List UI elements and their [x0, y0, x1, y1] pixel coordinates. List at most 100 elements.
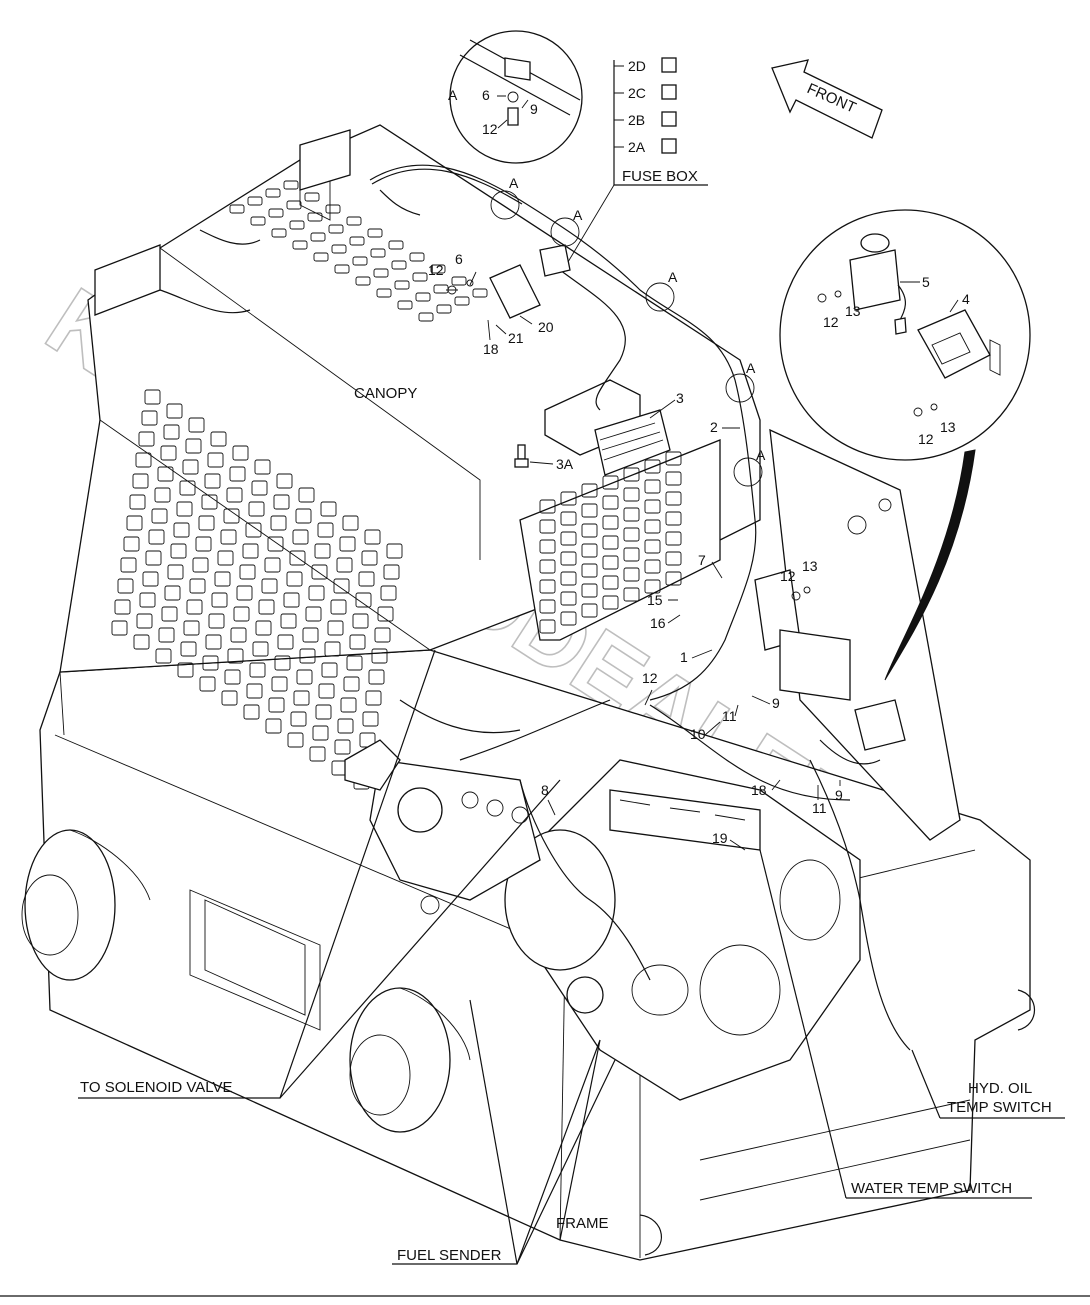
mesh-hole	[198, 515, 215, 531]
mesh-hole	[336, 557, 353, 573]
relay-detail-callout: 5 4 12 13 12 13	[779, 209, 1031, 681]
part-1: 1	[680, 649, 688, 665]
mesh-hole	[179, 480, 196, 496]
part-9: 9	[772, 695, 780, 711]
mesh-hole	[339, 536, 356, 552]
mesh-hole	[362, 711, 379, 727]
mesh-hole	[192, 557, 209, 573]
mesh-hole	[321, 662, 338, 678]
mesh-hole	[211, 592, 228, 608]
mesh-hole	[352, 613, 369, 629]
mesh-hole	[166, 403, 183, 419]
mesh-hole	[380, 585, 397, 601]
part-12-c: 12	[642, 670, 658, 686]
mesh-hole	[560, 511, 577, 526]
mesh-hole	[123, 536, 140, 552]
mesh-hole	[271, 228, 287, 238]
mesh-hole	[195, 536, 212, 552]
mesh-hole	[233, 606, 250, 622]
mesh-hole	[388, 240, 404, 250]
mesh-hole	[581, 543, 598, 558]
canopy-mesh	[111, 180, 682, 790]
mesh-hole	[623, 547, 640, 562]
mesh-hole	[309, 746, 326, 762]
mesh-hole	[327, 620, 344, 636]
mesh-hole	[182, 459, 199, 475]
mesh-hole	[539, 519, 556, 534]
mesh-hole	[186, 599, 203, 615]
mesh-hole	[602, 595, 619, 610]
mesh-hole	[581, 603, 598, 618]
mesh-hole	[310, 232, 326, 242]
section-mark-2: A	[573, 207, 583, 223]
mesh-hole	[205, 634, 222, 650]
mesh-hole	[239, 564, 256, 580]
mesh-hole	[623, 487, 640, 502]
mesh-hole	[229, 204, 245, 214]
mesh-hole	[346, 655, 363, 671]
mesh-hole	[324, 641, 341, 657]
engine-assembly	[344, 739, 861, 1101]
mesh-hole	[286, 200, 302, 210]
mesh-hole	[430, 264, 446, 274]
mesh-hole	[183, 620, 200, 636]
mesh-hole	[268, 697, 285, 713]
part-12-b: 12	[780, 568, 796, 584]
relay-part-12b: 12	[918, 431, 934, 447]
mesh-hole	[287, 732, 304, 748]
mesh-hole	[180, 641, 197, 657]
mesh-hole	[296, 669, 313, 685]
mesh-hole	[358, 571, 375, 587]
mesh-hole	[644, 499, 661, 514]
mesh-hole	[340, 697, 357, 713]
section-mark-3: A	[668, 269, 678, 285]
mesh-hole	[315, 704, 332, 720]
mesh-hole	[224, 669, 241, 685]
mesh-hole	[581, 483, 598, 498]
section-mark-1: A	[509, 175, 519, 191]
part-19: 19	[712, 830, 728, 846]
mesh-hole	[250, 216, 266, 226]
mesh-hole	[274, 655, 291, 671]
mesh-hole	[376, 288, 392, 298]
mesh-hole	[318, 683, 335, 699]
mesh-hole	[248, 501, 265, 517]
mesh-hole	[289, 550, 306, 566]
fuse-2a: 2A	[628, 139, 646, 155]
mesh-hole	[308, 585, 325, 601]
part-2: 2	[710, 419, 718, 435]
mesh-hole	[292, 240, 308, 250]
mesh-hole	[154, 487, 171, 503]
mesh-hole	[665, 511, 682, 526]
mesh-hole	[665, 571, 682, 586]
mesh-hole	[217, 550, 234, 566]
detail-a-letter: A	[448, 87, 458, 103]
mesh-hole	[644, 479, 661, 494]
part-11: 11	[722, 708, 737, 724]
part-20: 20	[538, 319, 554, 335]
mesh-hole	[644, 459, 661, 474]
mesh-hole	[129, 494, 146, 510]
mesh-hole	[334, 739, 351, 755]
mesh-hole	[602, 575, 619, 590]
mesh-hole	[560, 491, 577, 506]
mesh-hole	[267, 536, 284, 552]
mesh-hole	[418, 312, 434, 322]
mesh-hole	[644, 539, 661, 554]
mesh-hole	[539, 599, 556, 614]
fuse-box-callout: 2D 2C 2B 2A FUSE BOX	[567, 57, 708, 263]
mesh-hole	[644, 559, 661, 574]
mesh-hole	[602, 475, 619, 490]
mesh-hole	[560, 571, 577, 586]
mesh-hole	[220, 529, 237, 545]
mesh-hole	[227, 648, 244, 664]
mesh-hole	[602, 535, 619, 550]
mesh-hole	[368, 669, 385, 685]
mesh-hole	[560, 531, 577, 546]
mesh-hole	[289, 220, 305, 230]
mesh-hole	[292, 529, 309, 545]
mesh-hole	[665, 531, 682, 546]
part-7: 7	[698, 552, 706, 568]
